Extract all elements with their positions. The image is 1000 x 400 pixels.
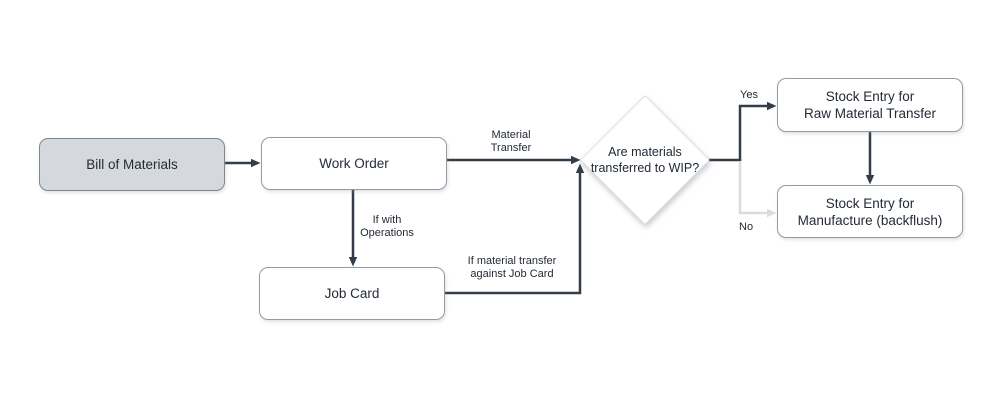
if-material-transfer-line2: against Job Card [470, 268, 554, 280]
decision-label-line2: transferred to WIP? [590, 160, 700, 175]
node-stock-entry-raw-material: Stock Entry for Raw Material Transfer [777, 78, 963, 132]
edge-label-if-material-transfer-against-job-card: If material transfer against Job Card [437, 255, 587, 281]
edge-label-no: No [739, 221, 754, 233]
node-work-order-label: Work Order [319, 156, 389, 171]
edge-label-yes: Yes [740, 89, 758, 101]
material-transfer-line1: Material [491, 129, 531, 141]
node-decision-wip-label: Are materials transferred to WIP? [570, 145, 720, 176]
decision-label-line1: Are materials [608, 145, 682, 159]
node-work-order: Work Order [261, 137, 447, 190]
node-bill-of-materials: Bill of Materials [39, 138, 225, 191]
stock-manufacture-label-line1: Stock Entry for [825, 195, 915, 211]
edge-label-material-transfer: Material Transfer [461, 129, 561, 155]
node-bill-of-materials-label: Bill of Materials [86, 157, 178, 172]
edge-label-if-with-operations: If with Operations [337, 214, 437, 240]
node-job-card-label: Job Card [324, 286, 380, 301]
node-job-card: Job Card [259, 267, 445, 320]
material-transfer-line2: Transfer [490, 142, 532, 154]
if-with-operations-line2: Operations [360, 227, 414, 239]
stock-manufacture-label-line2: Manufacture (backflush) [797, 212, 943, 228]
node-stock-entry-manufacture: Stock Entry for Manufacture (backflush) [777, 185, 963, 238]
if-with-operations-line1: If with [372, 214, 402, 226]
edge-decision-yes-to-stock-raw [709, 101, 777, 162]
stock-raw-label-line2: Raw Material Transfer [803, 106, 937, 121]
edge-decision-no-to-stock-manufacture [738, 162, 777, 218]
if-material-transfer-line1: If material transfer [467, 255, 557, 267]
edge-job-card-to-decision [445, 163, 585, 295]
stock-raw-label-line1: Stock Entry for [825, 89, 915, 104]
